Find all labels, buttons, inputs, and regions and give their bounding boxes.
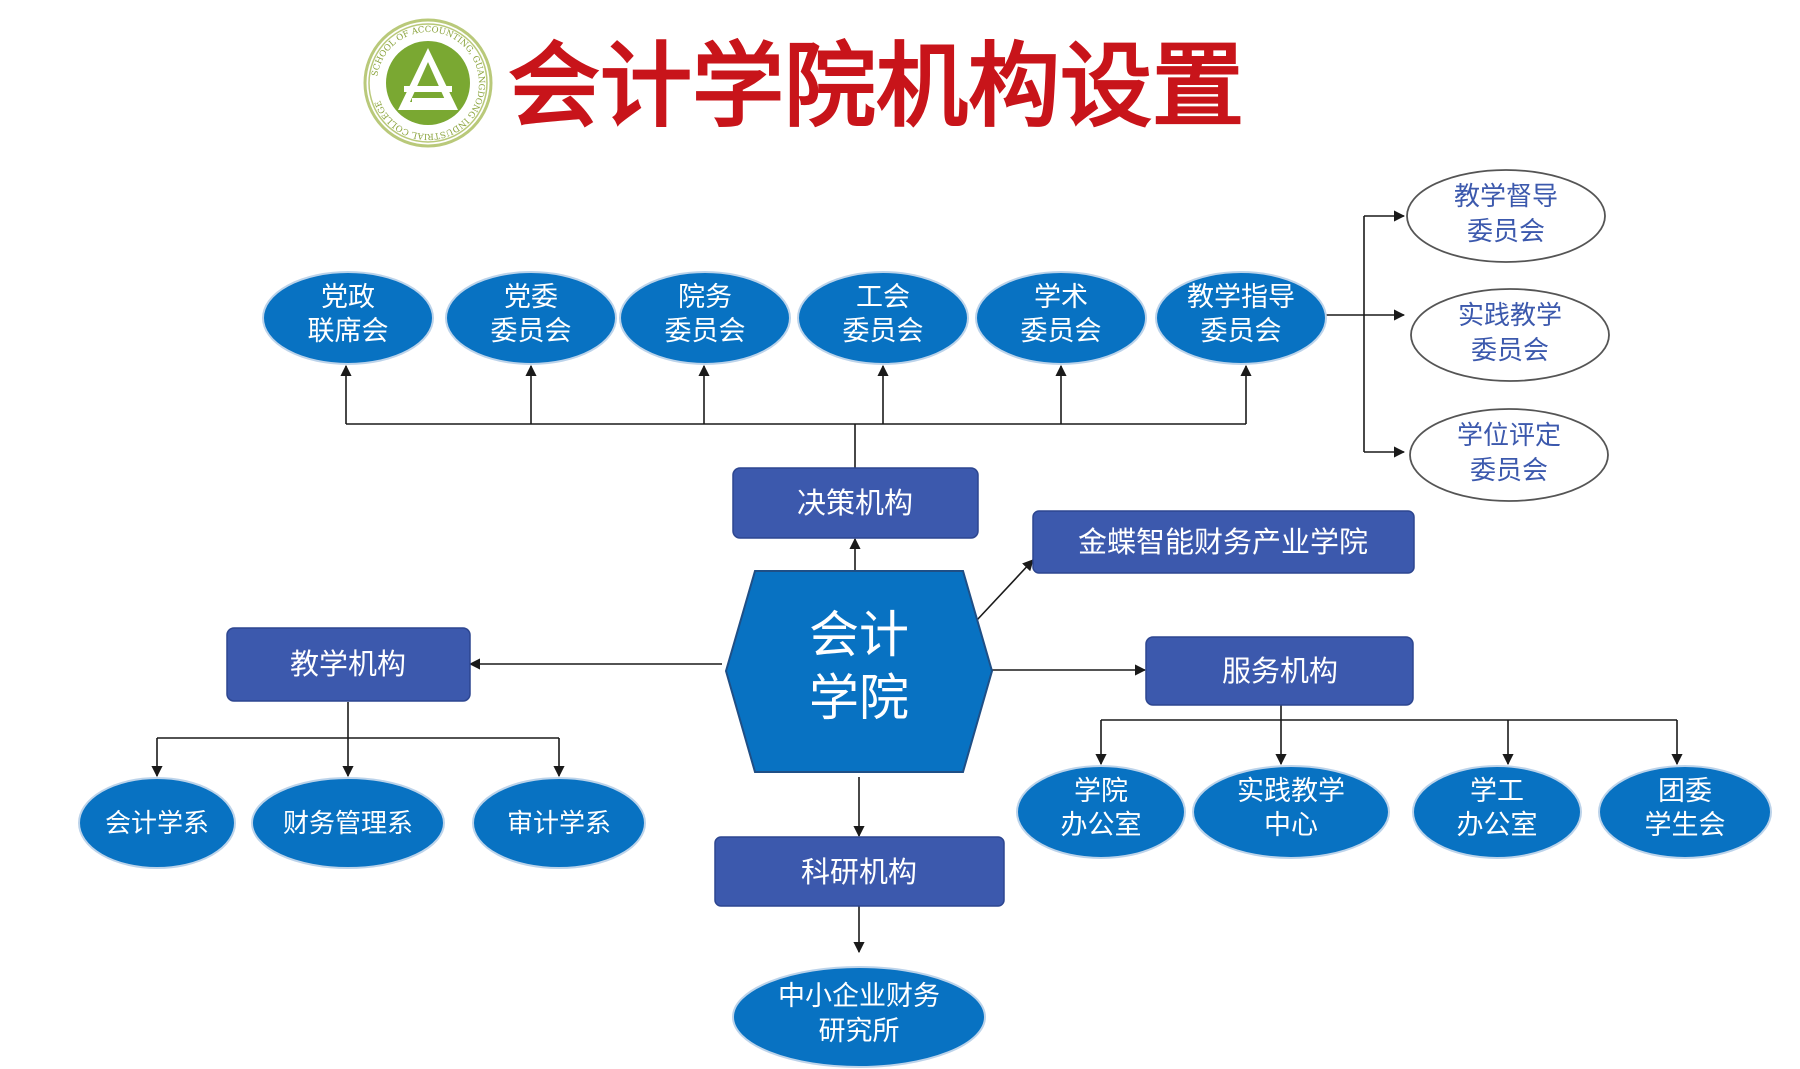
service-unit-label-2: 中心 [1264, 810, 1318, 841]
committee-label-1: 学术 [1034, 282, 1088, 313]
service-unit-label-1: 实践教学 [1237, 776, 1345, 807]
committee-label-1: 党委 [504, 282, 558, 313]
service-unit-label-2: 办公室 [1457, 810, 1538, 841]
department-label: 会计学系 [105, 809, 209, 839]
service-unit-label-1: 学工 [1470, 776, 1524, 807]
committee-label-2: 委员会 [1021, 316, 1102, 347]
committee-label-1: 党政 [321, 282, 375, 313]
center-label-1: 会计 [809, 606, 909, 664]
research-institute-sme-finance[interactable]: 中小企业财务 研究所 [732, 966, 986, 1068]
committee-party-government-joint-meeting[interactable]: 党政 联席会 [262, 271, 434, 365]
subcommittee-label-1: 学位评定 [1457, 421, 1561, 451]
subcommittee-label-2: 委员会 [1467, 217, 1545, 247]
service-unit-student-affairs-office[interactable]: 学工 办公室 [1412, 765, 1582, 859]
accounting-school-logo-icon [398, 48, 458, 110]
service-unit-label-2: 学生会 [1645, 810, 1726, 841]
decision-box[interactable]: 决策机构 [732, 467, 979, 539]
service-box-label: 服务机构 [1222, 654, 1338, 688]
center-accounting-college[interactable]: 会计 学院 [724, 570, 994, 773]
service-unit-label-2: 办公室 [1061, 810, 1142, 841]
committee-academic[interactable]: 学术 委员会 [975, 271, 1147, 365]
service-unit-practice-center[interactable]: 实践教学 中心 [1192, 765, 1390, 859]
committee-label-2: 联席会 [308, 316, 389, 347]
service-unit-label-1: 团委 [1658, 776, 1712, 807]
service-box[interactable]: 服务机构 [1145, 636, 1414, 706]
research-institute-label-1: 中小企业财务 [778, 981, 940, 1012]
page-title: 会计学院机构设置 [508, 33, 1244, 140]
subcommittee-label-1: 教学督导 [1454, 182, 1558, 212]
research-institute-label-2: 研究所 [819, 1016, 900, 1047]
service-unit-college-office[interactable]: 学院 办公室 [1016, 765, 1186, 859]
subcommittee-teaching-supervision[interactable]: 教学督导 委员会 [1406, 169, 1606, 263]
connector-lines [151, 210, 1683, 954]
service-unit-youth-league-student-union[interactable]: 团委 学生会 [1598, 765, 1772, 859]
decision-box-label: 决策机构 [797, 486, 913, 520]
research-box-label: 科研机构 [801, 855, 917, 889]
kingdee-college-label: 金蝶智能财务产业学院 [1078, 525, 1368, 559]
teaching-box[interactable]: 教学机构 [226, 627, 471, 702]
committee-labor-union[interactable]: 工会 委员会 [797, 271, 969, 365]
department-accounting[interactable]: 会计学系 [78, 777, 236, 869]
committee-label-1: 教学指导 [1187, 282, 1295, 313]
committee-college-affairs[interactable]: 院务 委员会 [619, 271, 791, 365]
center-label-2: 学院 [809, 669, 909, 727]
kingdee-college-box[interactable]: 金蝶智能财务产业学院 [1032, 510, 1415, 574]
subcommittee-label-2: 委员会 [1470, 456, 1548, 486]
committee-label-2: 委员会 [1201, 316, 1282, 347]
department-auditing[interactable]: 审计学系 [472, 777, 646, 869]
committee-label-2: 委员会 [491, 316, 572, 347]
teaching-box-label: 教学机构 [290, 647, 406, 681]
committee-label-1: 院务 [678, 282, 732, 313]
service-unit-label-1: 学院 [1074, 776, 1128, 807]
logo: SCHOOL OF ACCOUNTING, GUANGDONG INDUSTRI… [363, 18, 493, 148]
department-label: 财务管理系 [283, 809, 413, 839]
subcommittee-degree-evaluation[interactable]: 学位评定 委员会 [1409, 408, 1609, 502]
subcommittee-label-2: 委员会 [1471, 336, 1549, 366]
subcommittee-practice-teaching[interactable]: 实践教学 委员会 [1410, 288, 1610, 382]
research-box[interactable]: 科研机构 [714, 836, 1005, 907]
committee-label-2: 委员会 [665, 316, 746, 347]
committee-party-committee[interactable]: 党委 委员会 [445, 271, 617, 365]
committee-teaching-guidance[interactable]: 教学指导 委员会 [1155, 271, 1327, 365]
committee-label-2: 委员会 [843, 316, 924, 347]
subcommittee-label-1: 实践教学 [1458, 301, 1562, 331]
department-label: 审计学系 [507, 809, 611, 839]
committee-label-1: 工会 [856, 282, 910, 313]
department-financial-management[interactable]: 财务管理系 [251, 777, 445, 869]
